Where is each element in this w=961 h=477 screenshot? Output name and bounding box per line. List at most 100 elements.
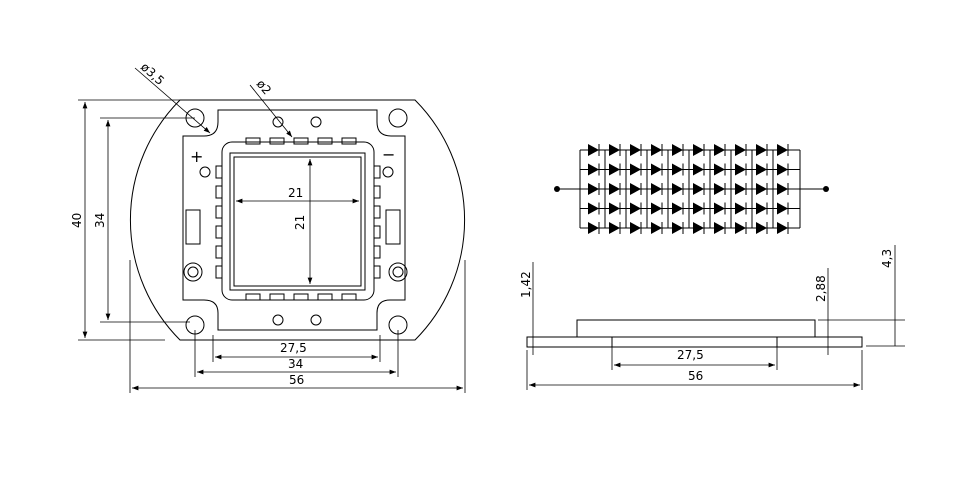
- led-diode-icon: [714, 222, 725, 234]
- bond-pad: [215, 165, 223, 179]
- bond-pad: [245, 293, 261, 301]
- front-view: + − ø3,5 ø2 40 34 21 21 27,5 34 56: [70, 60, 466, 393]
- led-diode-icon: [588, 183, 599, 195]
- led-diode-icon: [588, 144, 599, 156]
- led-diode-icon: [777, 144, 788, 156]
- mounting-hole: [388, 262, 408, 282]
- hole-inner: [392, 266, 404, 278]
- small-hole: [272, 116, 284, 128]
- led-diode-icon: [609, 144, 620, 156]
- dim-bottom-inner: 27,5: [280, 341, 307, 355]
- led-diode-icon: [651, 144, 662, 156]
- led-diode-icon: [777, 202, 788, 215]
- led-diode-icon: [609, 222, 620, 234]
- led-diode-icon: [777, 163, 788, 176]
- leader-line: [249, 84, 293, 138]
- bond-pad: [341, 293, 357, 301]
- led-diode-icon: [756, 222, 767, 234]
- bond-pad: [215, 185, 223, 199]
- led-schematic: [554, 144, 829, 234]
- slot: [385, 209, 401, 245]
- chip-outer: [229, 152, 366, 291]
- dim-height-outer: 40: [70, 213, 84, 228]
- led-diode-icon: [672, 202, 683, 215]
- side-view: 1,42 2,88 4,3 27,5 56: [519, 245, 905, 390]
- bond-pad: [293, 137, 309, 145]
- led-diode-icon: [777, 222, 788, 234]
- led-diode-icon: [630, 222, 641, 234]
- led-diode-icon: [651, 202, 662, 215]
- bond-pad: [269, 293, 285, 301]
- led-diode-icon: [756, 183, 767, 195]
- lens-body: [576, 319, 816, 338]
- led-diode-icon: [651, 222, 662, 234]
- minus-label: −: [382, 145, 395, 164]
- terminal-node: [823, 186, 829, 192]
- dim-chip-width: 21: [288, 186, 303, 200]
- dim-total-height: 4,3: [880, 249, 894, 268]
- hole-small-label: ø2: [254, 77, 274, 97]
- led-diode-icon: [588, 222, 599, 234]
- led-diode-icon: [672, 144, 683, 156]
- small-hole: [310, 314, 322, 326]
- base-plate: [526, 336, 863, 348]
- small-hole: [199, 166, 211, 178]
- led-diode-icon: [777, 183, 788, 195]
- bond-pad: [293, 293, 309, 301]
- led-diode-icon: [609, 202, 620, 215]
- led-diode-icon: [756, 202, 767, 215]
- led-diode-icon: [714, 202, 725, 215]
- dim-bottom-overall: 56: [289, 373, 304, 387]
- dim-overall: 56: [688, 369, 703, 383]
- led-diode-icon: [693, 144, 704, 156]
- dim-inner: 27,5: [677, 348, 704, 362]
- plus-label: +: [190, 147, 203, 166]
- dim-base-thickness: 1,42: [519, 271, 533, 298]
- bond-pad: [373, 185, 381, 199]
- leader-line: [134, 67, 211, 134]
- led-diode-icon: [714, 144, 725, 156]
- led-diode-icon: [735, 144, 746, 156]
- terminal-node: [554, 186, 560, 192]
- led-diode-icon: [735, 222, 746, 234]
- bond-pad: [373, 225, 381, 239]
- bond-pad: [317, 137, 333, 145]
- mounting-holes: [183, 108, 408, 335]
- bond-pad: [373, 165, 381, 179]
- bond-pad: [373, 205, 381, 219]
- mounting-hole: [183, 262, 203, 282]
- bond-pad: [215, 225, 223, 239]
- led-diode-icon: [672, 163, 683, 176]
- led-diode-icon: [630, 144, 641, 156]
- led-diode-icon: [693, 202, 704, 215]
- led-diode-icon: [735, 163, 746, 176]
- led-diode-icon: [609, 183, 620, 195]
- bond-pad: [373, 245, 381, 259]
- bond-pad: [341, 137, 357, 145]
- hole-inner: [187, 266, 199, 278]
- bond-pads: [215, 137, 381, 301]
- bond-pad: [215, 205, 223, 219]
- bond-pad: [317, 293, 333, 301]
- led-diode-icon: [630, 183, 641, 195]
- dim-bottom-holes: 34: [288, 357, 303, 371]
- small-hole: [310, 116, 322, 128]
- led-diode-icon: [693, 222, 704, 234]
- led-diode-icon: [714, 183, 725, 195]
- led-diode-icon: [630, 202, 641, 215]
- led-diode-icon: [609, 163, 620, 176]
- dim-height-holes: 34: [93, 213, 107, 228]
- led-diode-icon: [714, 163, 725, 176]
- bond-pad: [373, 265, 381, 279]
- led-diode-icon: [672, 183, 683, 195]
- led-diode-icon: [756, 163, 767, 176]
- bond-pad: [269, 137, 285, 145]
- led-diode-icon: [735, 202, 746, 215]
- bond-pad: [215, 265, 223, 279]
- led-diode-icon: [672, 222, 683, 234]
- led-diode-icon: [651, 183, 662, 195]
- slot: [185, 209, 201, 245]
- led-diode-icon: [630, 163, 641, 176]
- board-inner-outline: [182, 109, 406, 331]
